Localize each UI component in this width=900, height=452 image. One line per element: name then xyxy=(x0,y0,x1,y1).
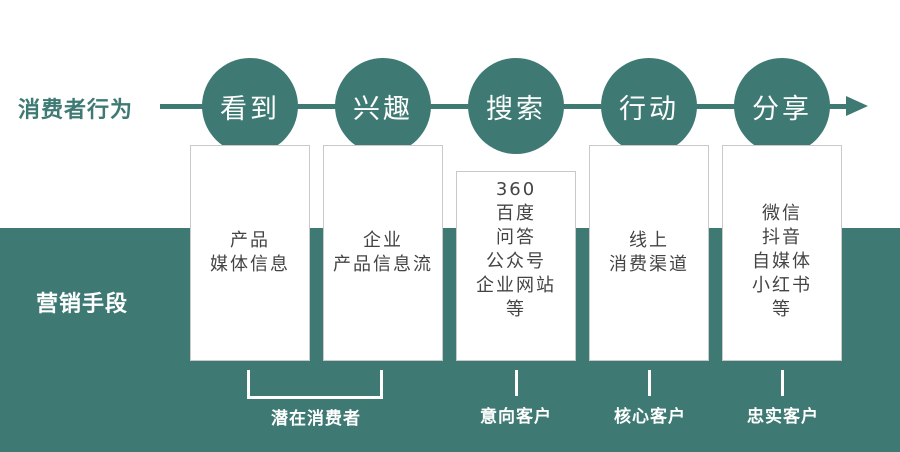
methods-card-search: 360 百度 问答 公众号 企业网站 等 xyxy=(456,171,576,361)
method-item: 产品 xyxy=(230,230,270,251)
bracket-left-leg xyxy=(247,370,250,398)
stage-circle-share: 分享 xyxy=(734,58,830,154)
method-item: 等 xyxy=(506,299,526,320)
connector-share xyxy=(781,370,784,396)
method-item: 公众号 xyxy=(486,251,546,272)
method-item: 线上 xyxy=(629,230,669,251)
marketing-means-label: 营销手段 xyxy=(36,292,129,317)
connector-search xyxy=(515,370,518,396)
consumer-behavior-label: 消费者行为 xyxy=(18,98,134,123)
method-item: 自媒体 xyxy=(752,251,812,272)
methods-card-see: 产品 媒体信息 xyxy=(190,145,310,361)
method-item: 微信 xyxy=(762,203,802,224)
method-item: 问答 xyxy=(496,227,536,248)
stage-circle-see: 看到 xyxy=(202,58,298,154)
stage-circle-action: 行动 xyxy=(601,58,697,154)
method-item: 百度 xyxy=(496,203,536,224)
stage-circle-search: 搜索 xyxy=(468,58,564,154)
methods-card-interest: 企业 产品信息流 xyxy=(323,145,443,361)
bracket-right-leg xyxy=(380,370,383,398)
methods-card-action: 线上 消费渠道 xyxy=(589,145,709,361)
outcome-loyal: 忠实客户 xyxy=(747,407,819,427)
arrow-head-icon xyxy=(846,96,868,116)
method-item: 消费渠道 xyxy=(609,254,689,275)
outcome-potential: 潜在消费者 xyxy=(271,409,361,429)
outcome-core: 核心客户 xyxy=(614,407,686,427)
stage-circle-interest: 兴趣 xyxy=(335,58,431,154)
method-item: 小红书 xyxy=(752,275,812,296)
connector-action xyxy=(648,370,651,396)
method-item: 企业 xyxy=(363,230,403,251)
method-item: 产品信息流 xyxy=(333,254,433,275)
method-item: 等 xyxy=(772,299,792,320)
bracket-bar xyxy=(247,396,383,399)
methods-card-share: 微信 抖音 自媒体 小红书 等 xyxy=(722,145,842,361)
method-item: 企业网站 xyxy=(476,275,556,296)
method-item: 媒体信息 xyxy=(210,254,290,275)
method-item: 抖音 xyxy=(762,227,802,248)
outcome-intent: 意向客户 xyxy=(480,407,552,427)
method-item: 360 xyxy=(495,179,537,200)
